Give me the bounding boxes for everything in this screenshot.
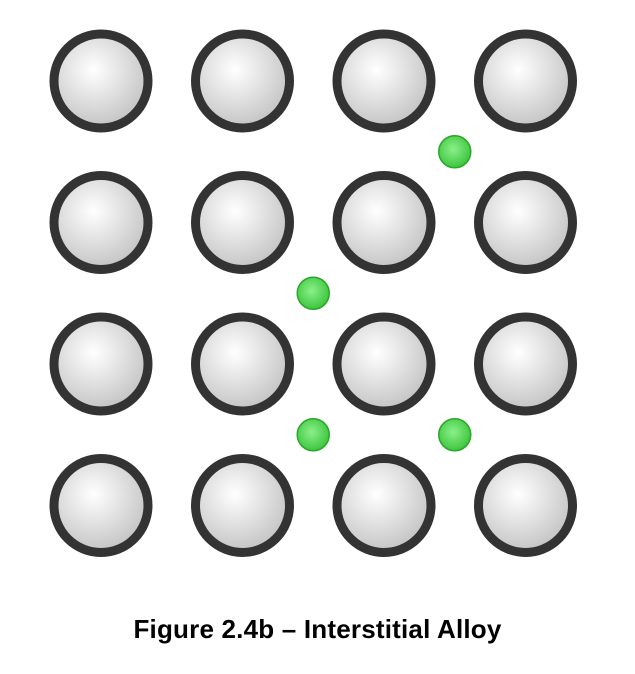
host-atom	[191, 29, 294, 133]
host-atom	[474, 312, 577, 416]
host-atom	[474, 171, 577, 274]
host-atom-lattice	[49, 29, 577, 557]
host-atom	[332, 171, 436, 274]
interstitial-atom	[438, 135, 472, 169]
host-atom	[191, 171, 294, 274]
host-atom	[49, 171, 153, 274]
host-atom	[332, 312, 436, 416]
host-atom	[191, 312, 294, 416]
host-atom	[49, 29, 153, 133]
host-atom	[474, 29, 577, 133]
host-atom	[332, 454, 436, 557]
interstitial-atom	[438, 418, 472, 452]
host-atom	[332, 29, 436, 133]
interstitial-atom	[296, 418, 330, 452]
host-atom	[191, 454, 294, 557]
interstitial-alloy-diagram	[49, 29, 577, 557]
host-atom	[474, 454, 577, 557]
interstitial-atom	[296, 276, 330, 310]
host-atom	[49, 454, 153, 557]
host-atom	[49, 312, 153, 416]
figure-caption: Figure 2.4b – Interstitial Alloy	[133, 614, 502, 644]
interstitial-atoms	[296, 135, 472, 452]
